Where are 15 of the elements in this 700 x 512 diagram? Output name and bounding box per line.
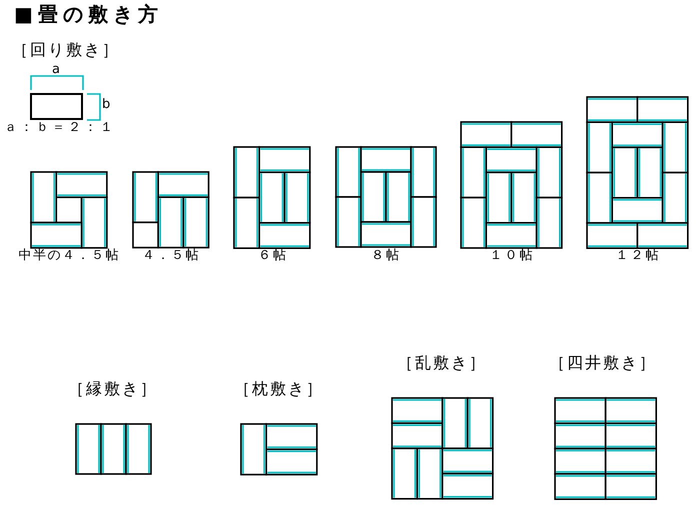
page-title: ■畳の敷き方 <box>14 3 163 26</box>
room-size-caption: １２帖 <box>616 249 660 264</box>
dimension-label: a <box>52 63 60 78</box>
section-heading: ［枕敷き］ <box>234 380 324 398</box>
room-size-caption: １０帖 <box>490 249 534 264</box>
ratio-note: ａ：ｂ＝２：１ <box>4 121 116 136</box>
section-heading: ［縁敷き］ <box>68 380 158 398</box>
room-size-caption: ４．５帖 <box>142 249 200 264</box>
room-size-caption: 中半の４．５帖 <box>18 249 120 264</box>
dimension-label: b <box>102 98 110 113</box>
section-heading: ［乱敷き］ <box>397 354 487 372</box>
section-heading: ［回り敷き］ <box>12 41 120 59</box>
room-size-caption: ６帖 <box>258 249 288 264</box>
section-heading: ［四井敷き］ <box>549 354 657 372</box>
room-size-caption: ８帖 <box>371 249 401 264</box>
